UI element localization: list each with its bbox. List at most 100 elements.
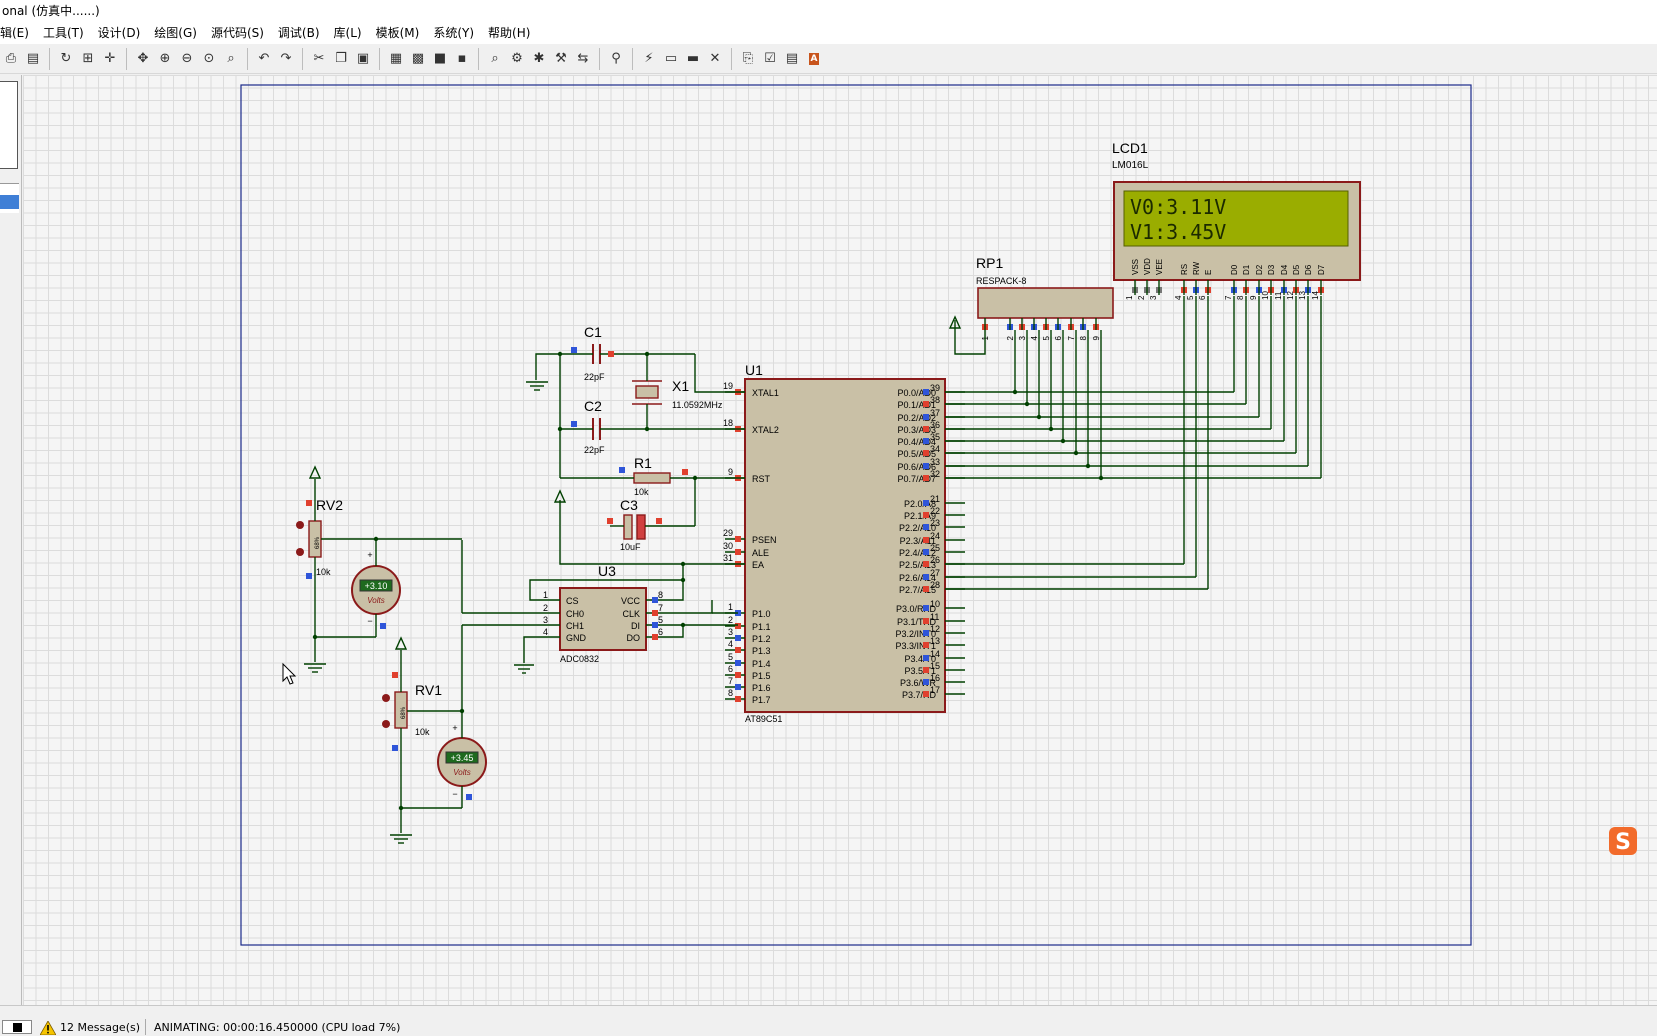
pin-marker [923,414,929,420]
exit-parent-button[interactable]: ✕ [705,49,725,69]
u3-pin-num: 8 [658,590,663,600]
menu-tools[interactable]: 工具(T) [42,26,84,40]
package-tool-button[interactable]: ✱ [529,49,549,69]
pick-device-button[interactable]: ⌕ [485,49,505,69]
pin-marker [923,475,929,481]
pin-marker [608,351,614,357]
schematic-drawing: LCD1LM016LV0:3.11VV1:3.45VVSS1VDD2VEE3RS… [240,84,1472,946]
pick-device-icon: ⌕ [491,51,499,66]
wire [535,353,560,380]
block-delete-button[interactable]: ▪ [452,49,472,69]
pin-marker [735,660,741,666]
u1-pin-name: P3.1/TXD [897,617,937,627]
copy-button[interactable]: ❐ [331,49,351,69]
menu-template[interactable]: 模板(M) [375,26,420,40]
menu-edit[interactable]: 辑(E) [0,26,29,40]
menu-help[interactable]: 帮助(H) [488,26,531,40]
block-copy-button[interactable]: ▦ [386,49,406,69]
u1-pin-name: P0.0/AD0 [897,388,936,398]
erc-button[interactable]: ☑ [760,49,780,69]
u3-ref: U3 [598,563,616,579]
redo-button[interactable]: ↷ [276,49,296,69]
pin-marker [380,623,386,629]
netlist-button[interactable]: ▤ [782,49,802,69]
zoom-area-icon: ⌕ [227,51,235,66]
menu-design[interactable]: 设计(D) [97,26,141,40]
origin-button[interactable]: ✛ [100,49,120,69]
menu-graph[interactable]: 绘图(G) [154,26,197,40]
search-tag-button[interactable]: ⚲ [606,49,626,69]
pin-marker [923,679,929,685]
u1-pin-name: P2.3/A11 [900,536,936,546]
pin-marker [735,684,741,690]
lcd-ref: LCD1 [1112,140,1148,156]
x1-crystal [635,385,659,399]
bom-button[interactable]: ⎘ [738,49,758,69]
u1-pin-name: EA [752,560,764,570]
block-move-button[interactable]: ▩ [408,49,428,69]
new-sheet-button[interactable]: ▭ [661,49,681,69]
u1-pin-name: P0.3/AD3 [897,425,936,435]
lcd-line2: V1:3.45V [1130,220,1226,244]
c3-ref: C3 [620,497,638,513]
menu-system[interactable]: 系统(Y) [433,26,475,40]
u1-pin-name: P1.7 [752,695,771,705]
toolbar-separator [302,47,303,70]
zoom-all-button[interactable]: ⊙ [199,49,219,69]
u1-pin-name: P0.6/AD6 [897,462,936,472]
u1-pin-num: 15 [930,661,940,671]
lcd-pin-name: D0 [1230,264,1239,275]
junction-dot [1098,475,1104,481]
overview-window[interactable] [0,81,18,169]
menu-source[interactable]: 源代码(S) [210,26,264,40]
pin-marker [735,549,741,555]
undo-button[interactable]: ↶ [254,49,274,69]
print-area-button[interactable]: ▤ [23,49,43,69]
block-rotate-button[interactable]: ■ [430,49,450,69]
pin-marker [923,401,929,407]
decompose-button[interactable]: ⚒ [551,49,571,69]
lcd-pin-num: 6 [1198,295,1207,300]
new-sheet-icon: ▭ [664,51,678,66]
zoom-out-button[interactable]: ⊖ [177,49,197,69]
pin-marker [923,438,929,444]
ares-button[interactable]: A [804,49,824,69]
zoom-in-button[interactable]: ⊕ [155,49,175,69]
stop-button[interactable] [2,1020,32,1034]
pin-marker [682,469,688,475]
u1-pin-name: P0.5/AD5 [897,449,936,459]
menu-debug[interactable]: 调试(B) [277,26,320,40]
zoom-area-button[interactable]: ⌕ [221,49,241,69]
print-button[interactable]: ⎙ [1,49,21,69]
grid-button[interactable]: ⊞ [78,49,98,69]
message-count[interactable]: 12 Message(s) [40,1020,140,1035]
lcd-pin-name: VSS [1131,259,1140,275]
pin-marker [735,536,741,542]
block-rotate-icon: ■ [433,51,447,66]
pin-marker [392,672,398,678]
power-terminal [394,636,408,650]
lcd-pin-num: 7 [1224,295,1233,300]
u1-pin-num: 21 [930,494,940,504]
u3-part: ADC0832 [560,654,599,664]
wire-autorouter-button[interactable]: ⇆ [573,49,593,69]
remove-sheet-button[interactable]: ▬ [683,49,703,69]
c3-plate-pos [636,514,646,540]
u1-part: AT89C51 [745,714,782,724]
make-device-button[interactable]: ⚙ [507,49,527,69]
refresh-button[interactable]: ↻ [56,49,76,69]
pan-button[interactable]: ✥ [133,49,153,69]
device-selected-item[interactable] [0,195,19,209]
u3-pin-name: CH0 [566,609,584,619]
paste-button[interactable]: ▣ [353,49,373,69]
property-tool-button[interactable]: ⚡ [639,49,659,69]
c2-ref: C2 [584,398,602,414]
ime-sogou-icon[interactable]: S [1608,826,1640,856]
r1-body [633,472,671,484]
u1-pin-name: P0.2/AD2 [897,413,936,423]
lcd-pin-num: 12 [1286,291,1295,300]
property-tool-icon: ⚡ [644,51,654,66]
cut-button[interactable]: ✂ [309,49,329,69]
menu-library[interactable]: 库(L) [333,26,362,40]
